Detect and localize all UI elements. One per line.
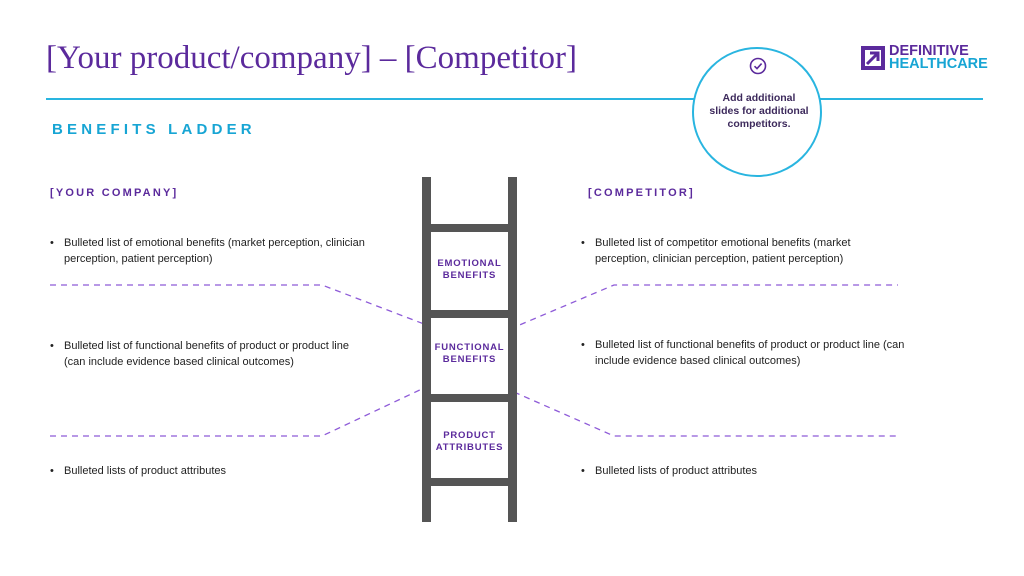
bullet-dot-icon: •	[581, 465, 585, 477]
section-subtitle: BENEFITS LADDER	[52, 121, 256, 138]
bullet-text: Bulleted lists of product attributes	[595, 465, 758, 477]
left-bullet-emotional: • Bulleted list of emotional benefits (m…	[50, 235, 395, 267]
rung-label-emotional: EMOTIONAL BENEFITS	[431, 258, 508, 281]
callout-text: Add additional slides for additional com…	[709, 92, 809, 130]
ladder-rung	[422, 478, 517, 486]
company-logo: DEFINITIVE HEALTHCARE	[860, 44, 988, 73]
bullet-text: Bulleted list of competitor emotional be…	[595, 237, 851, 265]
ladder-rung	[422, 394, 517, 402]
left-bullet-functional: • Bulleted list of functional benefits o…	[50, 338, 350, 370]
bullet-text: Bulleted list of functional benefits of …	[64, 340, 349, 368]
left-upper-separator	[50, 284, 425, 325]
logo-line-1: DEFINITIVE	[889, 43, 969, 59]
right-bullet-attributes: • Bulleted lists of product attributes	[581, 463, 881, 479]
bullet-text: Bulleted list of functional benefits of …	[595, 339, 905, 367]
ladder-rung	[422, 224, 517, 232]
bullet-dot-icon: •	[581, 339, 585, 351]
left-bullet-attributes: • Bulleted lists of product attributes	[50, 463, 350, 479]
callout-circle: Add additional slides for additional com…	[692, 47, 822, 177]
ladder-left-rail	[422, 177, 431, 522]
logo-line-2: HEALTHCARE	[889, 56, 988, 72]
bullet-dot-icon: •	[50, 465, 54, 477]
rung-label-line: BENEFITS	[442, 269, 497, 281]
bullet-dot-icon: •	[581, 237, 585, 249]
rung-label-product: PRODUCT ATTRIBUTES	[431, 430, 508, 453]
rung-label-line: PRODUCT	[443, 430, 496, 441]
rung-label-line: ATTRIBUTES	[435, 441, 504, 453]
header-divider-left	[46, 98, 694, 100]
header-divider-right	[820, 98, 983, 100]
right-lower-separator	[513, 391, 898, 437]
right-column-heading: [COMPETITOR]	[588, 187, 695, 199]
page-title: [Your product/company] – [Competitor]	[46, 40, 577, 76]
check-circle-icon	[749, 57, 767, 75]
rung-label-functional: FUNCTIONAL BENEFITS	[431, 342, 508, 365]
right-bullet-emotional: • Bulleted list of competitor emotional …	[581, 235, 881, 267]
rung-label-line: FUNCTIONAL	[434, 342, 505, 353]
right-bullet-functional: • Bulleted list of functional benefits o…	[581, 337, 911, 369]
ladder-rung	[422, 310, 517, 318]
left-column-heading: [YOUR COMPANY]	[50, 187, 179, 199]
bullet-dot-icon: •	[50, 340, 54, 352]
bullet-dot-icon: •	[50, 237, 54, 249]
right-upper-separator	[509, 284, 898, 330]
rung-label-line: EMOTIONAL	[437, 258, 502, 269]
left-lower-separator	[50, 387, 425, 437]
ladder-right-rail	[508, 177, 517, 522]
definitive-arrow-logo-icon	[861, 46, 885, 70]
bullet-text: Bulleted list of emotional benefits (mar…	[64, 237, 365, 265]
bullet-text: Bulleted lists of product attributes	[64, 465, 227, 477]
rung-label-line: BENEFITS	[442, 353, 497, 365]
